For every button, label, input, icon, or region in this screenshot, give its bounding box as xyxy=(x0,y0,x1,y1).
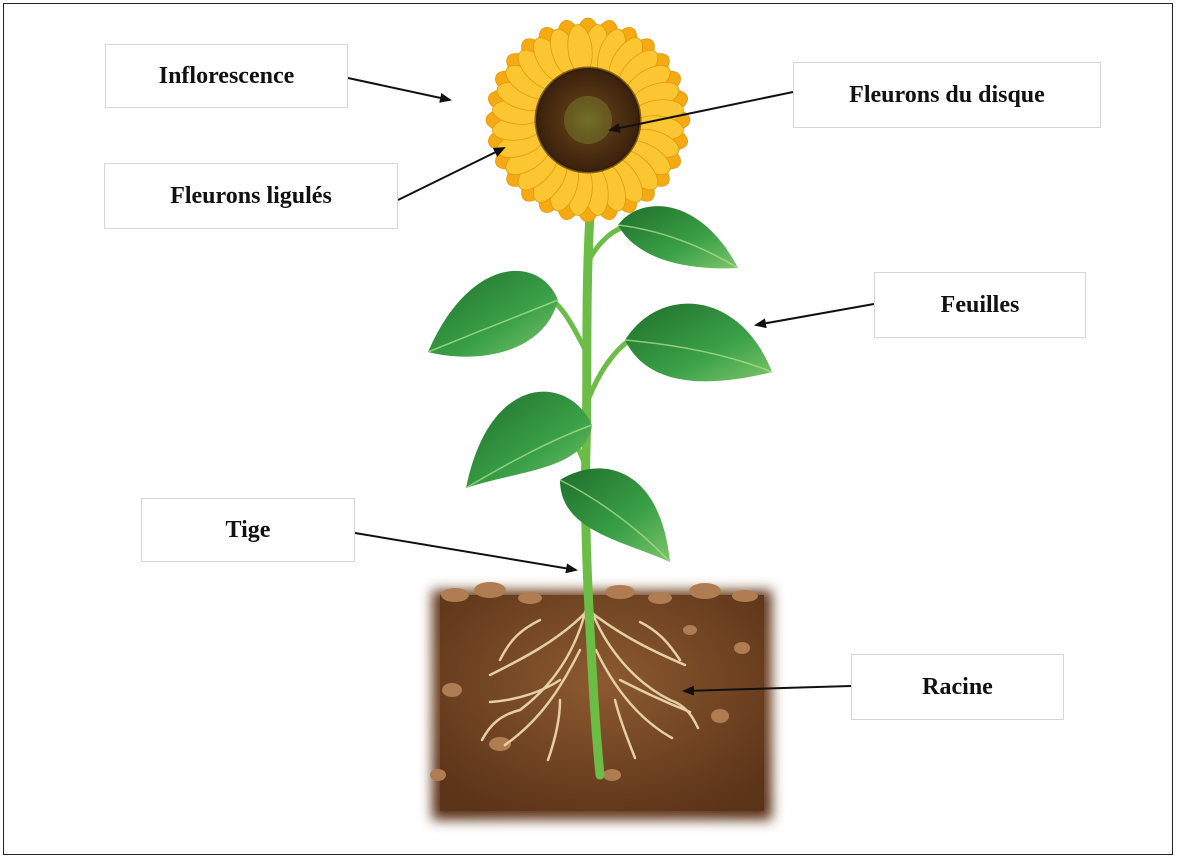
label-disc-florets: Fleurons du disque xyxy=(793,62,1101,128)
label-inflorescence-text: Inflorescence xyxy=(159,63,295,90)
label-ray-florets-text: Fleurons ligulés xyxy=(170,183,332,210)
arrow-leaves xyxy=(756,304,874,325)
label-stem-text: Tige xyxy=(226,517,271,544)
label-ray-florets: Fleurons ligulés xyxy=(104,163,398,229)
label-leaves: Feuilles xyxy=(874,272,1086,338)
soil xyxy=(430,582,772,820)
label-root-text: Racine xyxy=(922,674,993,701)
label-root: Racine xyxy=(851,654,1064,720)
arrow-ray-florets xyxy=(398,148,504,200)
leaf xyxy=(618,206,738,268)
label-inflorescence: Inflorescence xyxy=(105,44,348,108)
arrow-inflorescence xyxy=(348,78,450,100)
label-leaves-text: Feuilles xyxy=(941,292,1020,319)
arrow-stem xyxy=(355,533,576,570)
label-stem: Tige xyxy=(141,498,355,562)
label-disc-florets-text: Fleurons du disque xyxy=(849,82,1045,109)
leaves-group xyxy=(428,206,772,562)
leaf xyxy=(560,468,670,562)
